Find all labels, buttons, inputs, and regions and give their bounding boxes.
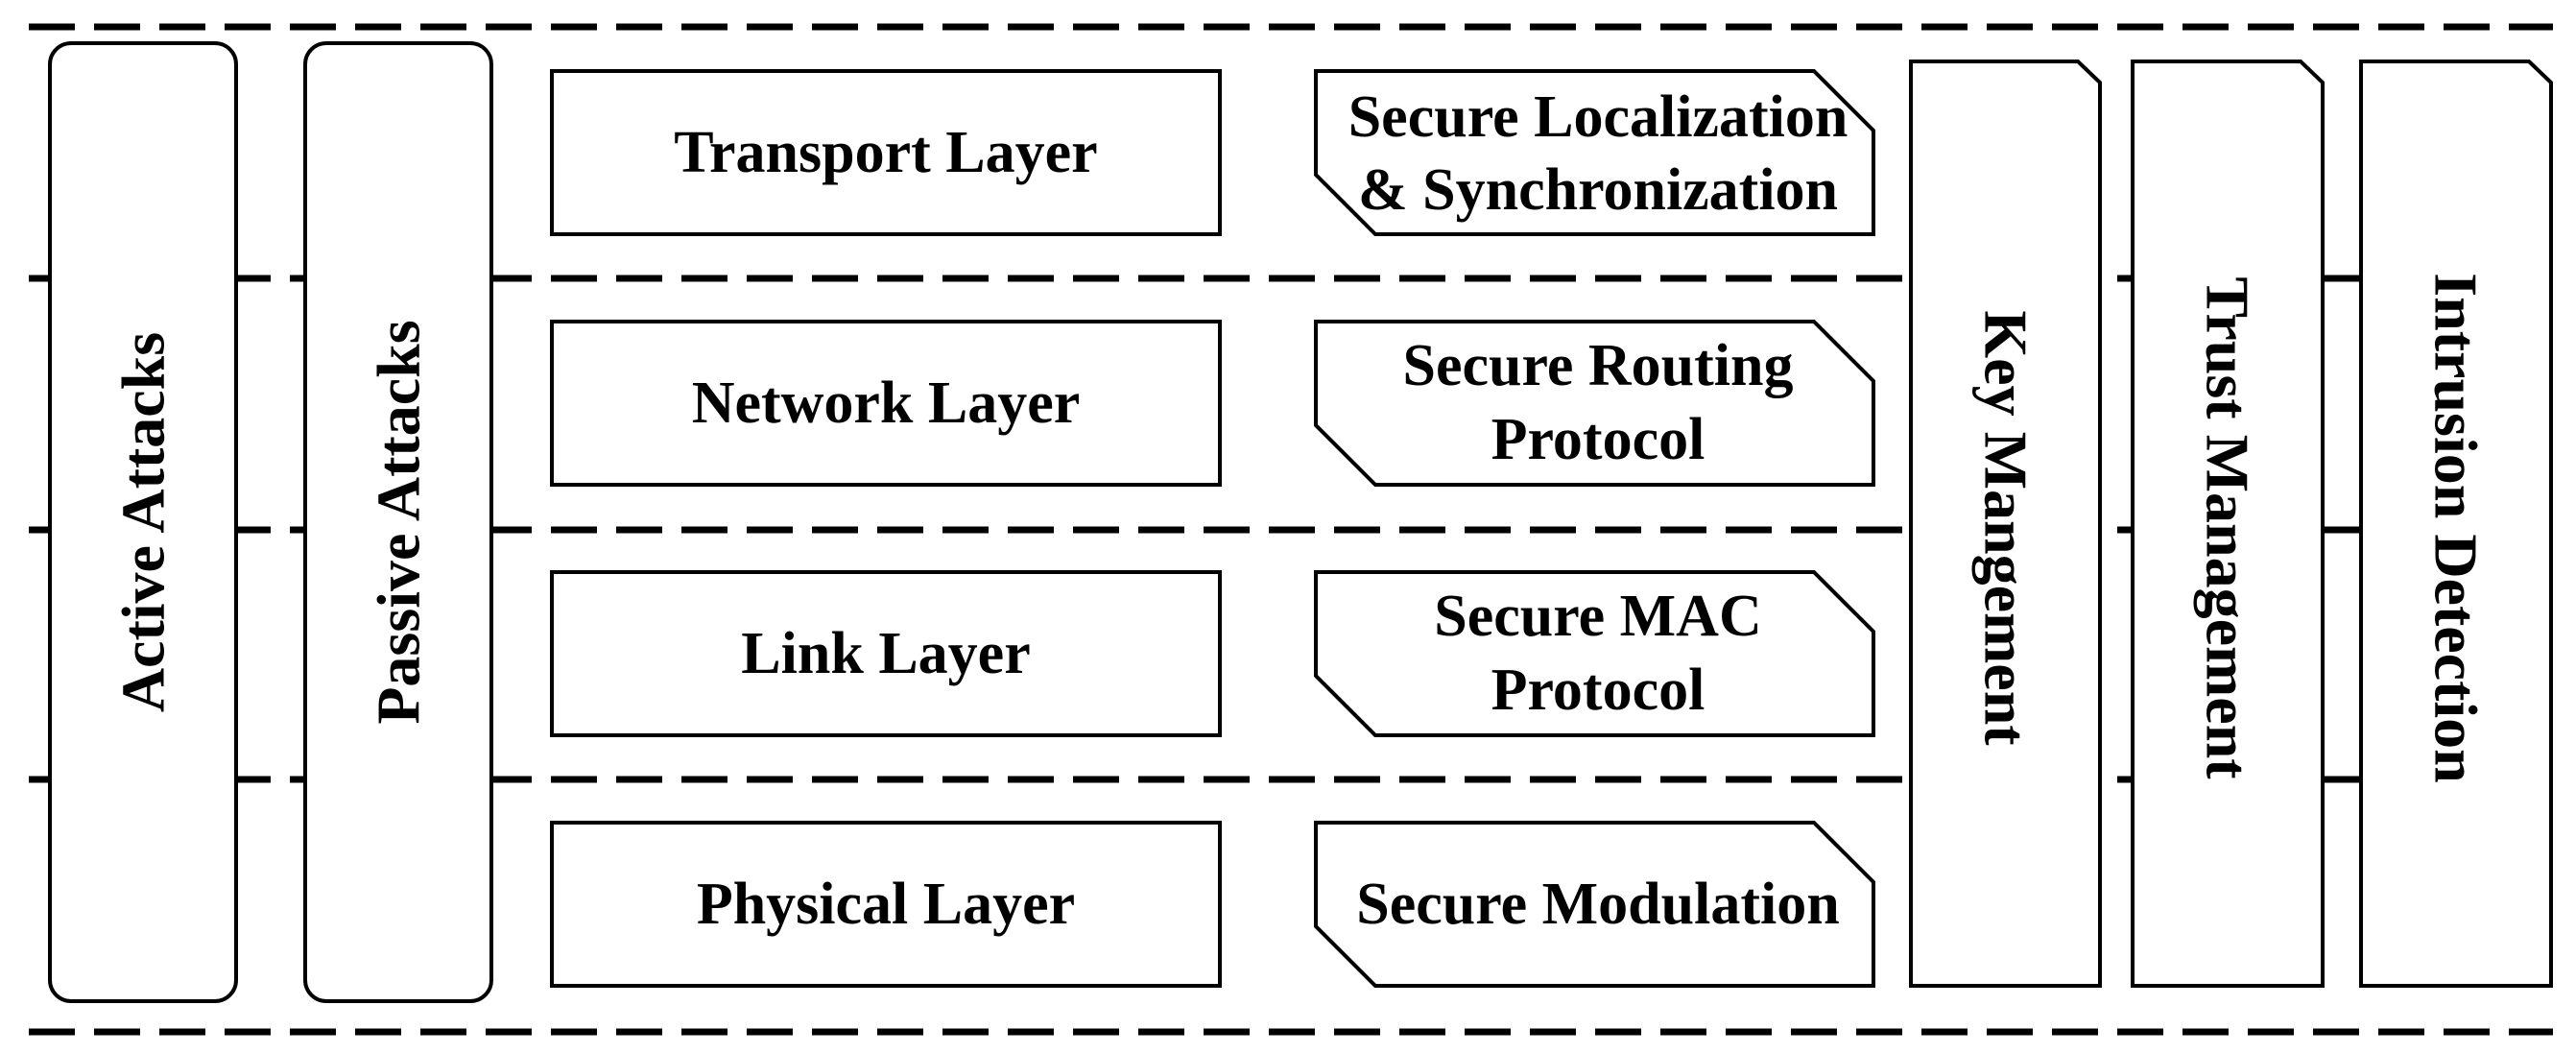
secure-modulation-box: Secure Modulation <box>1314 821 1875 988</box>
active-attacks-column: Active Attacks <box>48 41 238 1003</box>
secure-mac-label-line2: Protocol <box>1491 658 1705 723</box>
secure-modulation-label: Secure Modulation <box>1356 872 1839 937</box>
trust-management-column: Trust Management <box>2131 60 2325 988</box>
secure-mac-label-line1: Secure MAC <box>1434 584 1761 649</box>
transport-layer-label: Transport Layer <box>674 120 1097 185</box>
transport-layer-box: Transport Layer <box>550 69 1222 236</box>
active-attacks-label: Active Attacks <box>109 332 178 712</box>
intrusion-detection-column: Intrusion Detection <box>2359 60 2553 988</box>
secure-routing-box: Secure Routing Protocol <box>1314 320 1875 487</box>
physical-layer-label: Physical Layer <box>697 872 1075 937</box>
physical-layer-box: Physical Layer <box>550 821 1222 988</box>
key-management-label: Key Mangement <box>1972 310 2040 746</box>
key-management-column: Key Mangement <box>1909 60 2102 988</box>
secure-routing-label-line2: Protocol <box>1491 407 1705 472</box>
trust-management-label: Trust Management <box>2194 276 2262 779</box>
secure-localization-label-line2: & Synchronization <box>1358 157 1838 223</box>
secure-routing-label-line1: Secure Routing <box>1402 333 1793 398</box>
network-layer-box: Network Layer <box>550 320 1222 487</box>
secure-localization-box: Secure Localization & Synchronization <box>1314 69 1875 236</box>
link-layer-box: Link Layer <box>550 570 1222 737</box>
link-layer-label: Link Layer <box>741 621 1030 686</box>
passive-attacks-column: Passive Attacks <box>303 41 493 1003</box>
secure-mac-box: Secure MAC Protocol <box>1314 570 1875 737</box>
intrusion-detection-label: Intrusion Detection <box>2422 273 2491 783</box>
passive-attacks-label: Passive Attacks <box>365 320 433 724</box>
secure-localization-label-line1: Secure Localization <box>1348 84 1849 150</box>
network-layer-label: Network Layer <box>692 371 1081 436</box>
